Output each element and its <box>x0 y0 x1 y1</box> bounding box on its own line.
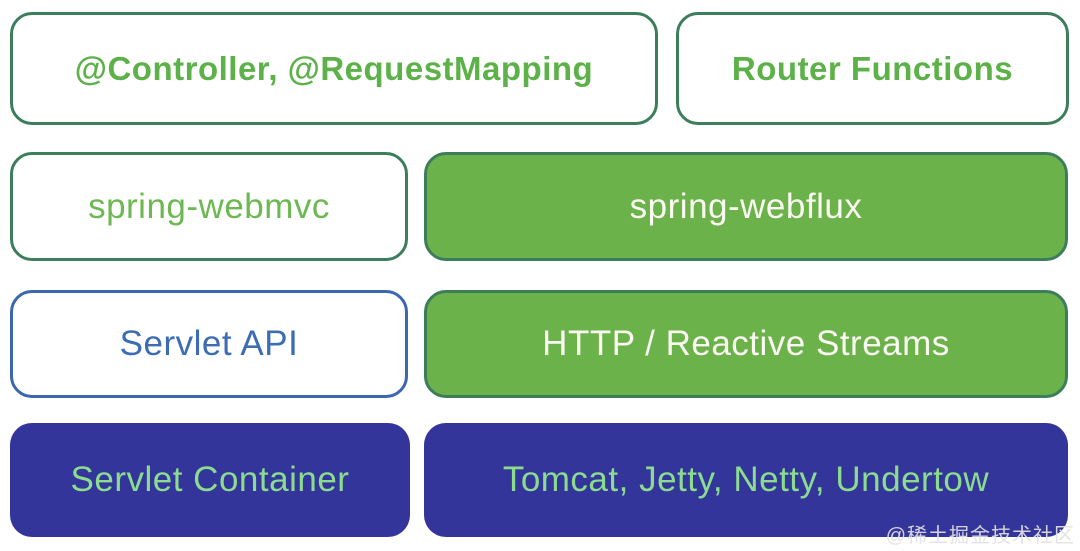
box-servlet-api: Servlet API <box>10 290 408 398</box>
box-http-reactive-streams: HTTP / Reactive Streams <box>424 290 1068 398</box>
box-spring-webflux: spring-webflux <box>424 152 1068 261</box>
box-controller-requestmapping: @Controller, @RequestMapping <box>10 12 658 125</box>
box-servlet-container: Servlet Container <box>10 423 410 537</box>
box-spring-webmvc: spring-webmvc <box>10 152 408 261</box>
box-server-runtimes: Tomcat, Jetty, Netty, Undertow <box>424 423 1068 537</box>
watermark-juejin: @稀土掘金技术社区 <box>885 525 1075 547</box>
box-router-functions: Router Functions <box>676 12 1069 125</box>
